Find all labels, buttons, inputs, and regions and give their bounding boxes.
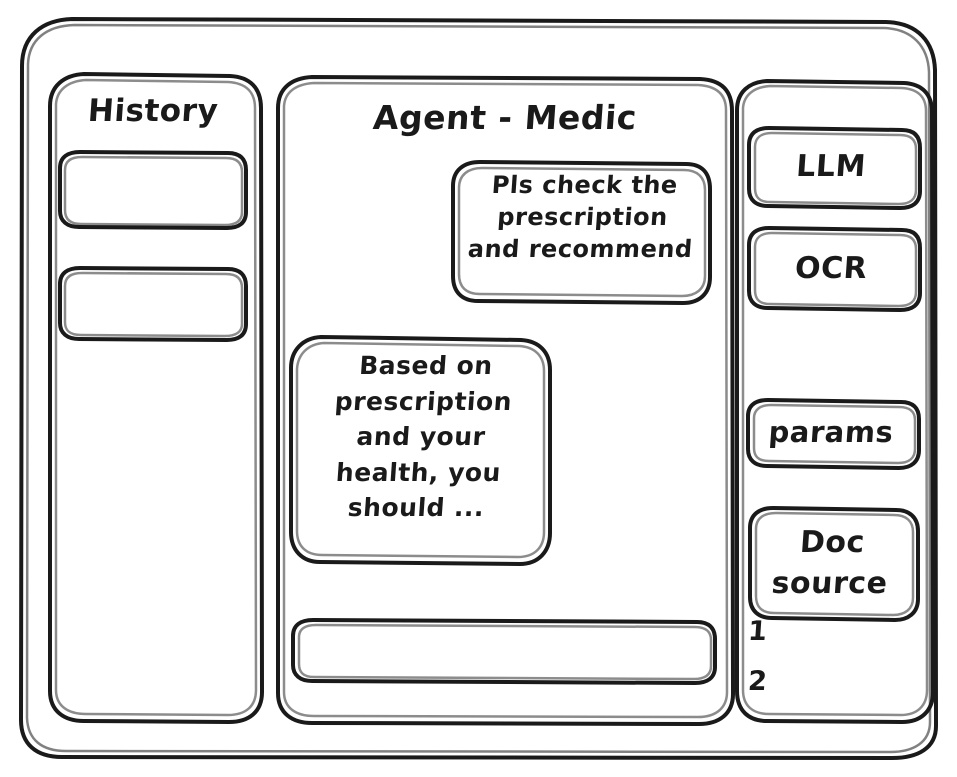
user-message-bubble xyxy=(453,162,710,303)
history-item-2[interactable] xyxy=(60,268,246,340)
page-title: Agent - Medic xyxy=(371,98,639,137)
composer-input[interactable] xyxy=(293,620,715,683)
ocr-panel[interactable] xyxy=(749,228,920,310)
doc-source-panel[interactable] xyxy=(750,508,918,620)
doc-source-item-1[interactable]: 1 xyxy=(746,616,769,647)
agent-message-bubble xyxy=(291,337,550,564)
params-panel[interactable] xyxy=(748,400,919,468)
history-item-1[interactable] xyxy=(60,152,246,228)
doc-source-item-2[interactable]: 2 xyxy=(746,666,769,697)
llm-panel[interactable] xyxy=(749,128,920,208)
history-panel-title: History xyxy=(86,93,220,129)
